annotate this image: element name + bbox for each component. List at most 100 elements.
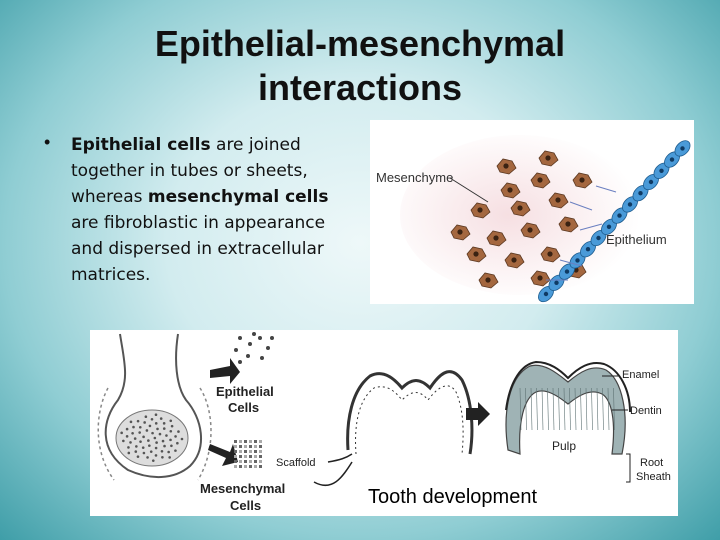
tooth-bud-stipple-dot [170,444,173,448]
mesenchyme-cell-nucleus [507,187,513,193]
epithelium-mesenchyme-figure: Mesenchyme Epithelium [370,120,694,304]
tooth-bud-stipple-dot [143,421,146,424]
mesenchymal-texture-cell [249,455,252,458]
tooth-bud-stipple-dot [154,446,158,450]
tooth-bud-stipple-dot [131,431,134,435]
label-epithelial-cells: Cells [228,400,259,415]
tooth-bud-stipple-dot [155,441,158,444]
mesenchymal-texture-cell [259,465,262,468]
mesenchyme-cell-nucleus [485,277,491,283]
dentin-tubule-line [525,387,527,431]
epithelial-cell-dot [260,356,264,360]
bullet-list: • Epithelial cells are joined together i… [44,132,344,288]
mesenchymal-texture-cell [249,460,252,463]
mesenchyme-cell-nucleus [517,205,523,211]
mesenchymal-texture-cell [254,450,257,453]
label-mesenchyme: Mesenchyme [376,170,453,185]
tooth-bud-stipple-dot [163,444,166,448]
mesenchymal-texture-cell [254,465,257,468]
bullet-text: Epithelial cells are joined together in … [71,132,344,288]
arrow-to-epithelial-icon [210,358,240,384]
mesenchymal-texture-cell [249,450,252,453]
dentin-tubule-line [541,387,544,431]
mesenchymal-texture-cell [239,450,242,453]
tooth-bud-stipple-dot [144,415,148,419]
label-dentin: Dentin [630,405,662,417]
dentin-tubule-line [585,387,588,431]
tooth-bud-stipple-dot [170,424,174,428]
mesenchymal-texture-cell [239,465,242,468]
tooth-bud-stipple-dot [147,439,150,442]
title-line-1: Epithelial-mesenchymal [154,23,566,64]
label-epithelial: Epithelial [216,384,274,399]
epithelium-mesenchyme-diagram: Mesenchyme Epithelium [376,135,691,303]
epithelium-cell-nucleus [627,202,633,207]
epithelium-cell-nucleus [648,179,654,185]
epithelium-cell-nucleus [638,191,643,196]
tooth-bud-stipple-dot [127,451,131,455]
bullet-text-1: are joined together in tubes or sheets, … [71,135,308,207]
scaffold-pointer [327,453,353,463]
tooth-bud-stipple-dot [132,425,135,429]
mesenchymal-texture-cell [234,455,237,458]
mesenchymal-texture-cell [244,445,247,448]
epithelial-cell-dot [270,336,274,340]
epithelium-cell-nucleus [554,280,559,285]
tooth-bud-stipple-dot [134,450,138,453]
mesenchyme-cell-nucleus [565,221,571,227]
tooth-bud-stipple-dot [161,439,165,443]
mesenchymal-texture-cell [239,440,242,443]
mesenchyme-cell-nucleus [527,227,533,233]
mesenchymal-texture-cell [244,440,247,443]
root-sheath-bracket [626,453,631,483]
epithelial-cells-dots [234,332,274,364]
tooth-bud-stipple-dot [142,451,146,455]
mesenchymal-cells-texture [234,440,262,468]
tooth-bud-stipple-dot [180,437,184,441]
tooth-bud-stipple-dot [120,431,123,435]
mesenchymal-texture-cell [244,450,247,453]
tooth-bud-stipple-dot [139,440,142,443]
mesenchyme-cell-nucleus [547,251,553,257]
tooth-bud-stipple-dot [174,435,177,438]
mesenchyme-cell-nucleus [477,207,483,213]
mesenchymal-pointer [313,461,353,487]
tooth-bud-stipple-dot [159,417,163,420]
label-mesenchymal: Mesenchymal [200,481,285,496]
tooth-bud-stipple-dot [151,459,155,462]
dentin-tubule-line [536,387,538,431]
slide-title: Epithelial-mesenchymal interactions [100,22,620,110]
tooth-bud-stipple-dot [158,432,162,436]
title-line-2: interactions [257,67,463,108]
tooth-bud-stipple-dot [176,441,179,445]
mesenchymal-texture-cell [259,460,262,463]
epithelium-cell-nucleus [606,224,612,229]
signal-arrow [595,185,617,193]
tooth-bud-stipple-dot [138,431,141,434]
mesenchymal-texture-cell [244,460,247,463]
dentin-tubule-line [530,387,533,431]
label-root: Root [640,457,663,469]
tooth-bud-stipple-dot [129,441,132,444]
epithelial-cell-dot [238,336,242,340]
tooth-bud-stipple-dot [165,434,168,437]
tooth-bud-stipple-dot [135,445,138,448]
epithelial-cell-dot [246,354,250,358]
mesenchymal-texture-cell [259,450,262,453]
tooth-bud-stipple-dot [148,424,152,428]
signal-arrows [546,185,617,281]
mesenchymal-texture-cell [254,455,257,458]
epithelium-cell-nucleus [543,291,549,297]
mesenchymal-texture-cell [259,445,262,448]
tooth-bud-outline [104,333,203,479]
tooth-bud-stipple-dot [154,413,158,417]
mesenchymal-texture-cell [239,445,242,448]
epithelial-cell-dot [252,332,256,336]
mesenchymal-texture-cell [254,445,257,448]
mesenchymal-texture-cell [244,465,247,468]
dentin-tubule-line [558,387,560,431]
tooth-bud-stipple-dot [174,449,177,452]
epithelial-cell-dot [234,348,238,352]
mesenchymal-texture-cell [234,440,237,443]
